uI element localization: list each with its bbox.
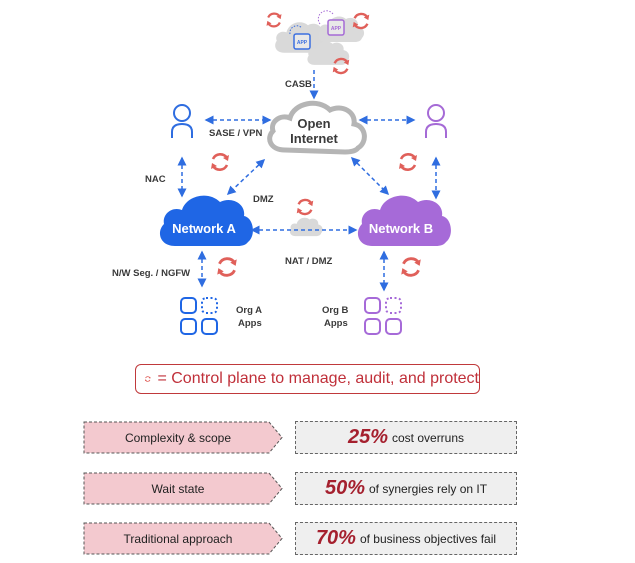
challenge-label: Traditional approach — [123, 531, 233, 546]
org-a-label-1: Org A — [236, 305, 262, 316]
open-internet-label-1: Open — [297, 116, 330, 131]
network-b-label: Network B — [369, 221, 433, 236]
network-diagram: APP APP CASB Open Internet SASE / VPN NA… — [112, 10, 451, 335]
chevron-shape — [83, 472, 283, 505]
app-grid-icon — [180, 297, 218, 335]
stat-text: cost overruns — [392, 430, 465, 445]
internet-network-b-arrow — [350, 156, 390, 196]
app-label: APP — [297, 40, 308, 46]
chevron-shape — [83, 421, 283, 454]
challenge-stat: 70% of business objectives fail — [295, 522, 517, 555]
legend-text: = Control plane to manage, audit, and pr… — [157, 370, 479, 387]
stat-text: of business objectives fail — [359, 531, 497, 546]
dmz-label: DMZ — [253, 194, 274, 205]
sync-icon — [265, 12, 283, 28]
app-icon-blue — [293, 33, 311, 50]
sync-icon — [295, 198, 315, 216]
user-icon-purple — [425, 104, 447, 138]
org-b-label-2: Apps — [324, 318, 348, 329]
open-internet-label-2: Internet — [290, 131, 338, 146]
challenge-stat: 50% of synergies rely on IT — [295, 472, 517, 505]
nw-seg-label: N/W Seg. / NGFW — [112, 268, 190, 279]
nat-dmz-label: NAT / DMZ — [285, 256, 333, 267]
sync-icon — [144, 376, 151, 382]
stat-percent: 25% — [347, 426, 388, 448]
org-a-label-2: Apps — [238, 318, 262, 329]
chevron-shape — [83, 522, 283, 555]
sase-vpn-label: SASE / VPN — [209, 128, 262, 139]
dmz-arrow — [226, 158, 266, 196]
challenge-stat: 25% cost overruns — [295, 421, 517, 454]
saas-clouds: APP APP — [265, 10, 371, 75]
app-grid-icon — [364, 297, 402, 335]
sync-icon — [397, 153, 419, 171]
user-icon-blue — [171, 104, 193, 138]
sync-icon — [209, 153, 231, 171]
challenge-label: Wait state — [151, 481, 205, 496]
network-b-cloud: Network B — [357, 195, 451, 246]
nac-label: NAC — [145, 174, 166, 185]
sync-icon — [399, 257, 423, 277]
network-a-cloud: Network A — [159, 195, 253, 246]
network-a-label: Network A — [172, 221, 236, 236]
org-b-label-1: Org B — [322, 305, 349, 316]
stat-text: of synergies rely on IT — [368, 481, 488, 496]
stat-percent: 70% — [315, 527, 356, 549]
challenge-row: Wait state 50% of synergies rely on IT — [83, 472, 518, 505]
app-icon-purple — [327, 19, 345, 36]
challenge-row: Complexity & scope 25% cost overruns — [83, 421, 518, 454]
sync-icon — [215, 257, 239, 277]
challenge-row: Traditional approach 70% of business obj… — [83, 522, 518, 555]
open-internet-cloud: Open Internet — [267, 100, 367, 155]
cloud-icon — [289, 217, 323, 237]
app-label: APP — [331, 26, 342, 32]
stat-percent: 50% — [324, 477, 365, 499]
control-plane-legend: = Control plane to manage, audit, and pr… — [135, 364, 480, 394]
challenge-label: Complexity & scope — [124, 430, 232, 445]
casb-label: CASB — [285, 79, 312, 90]
